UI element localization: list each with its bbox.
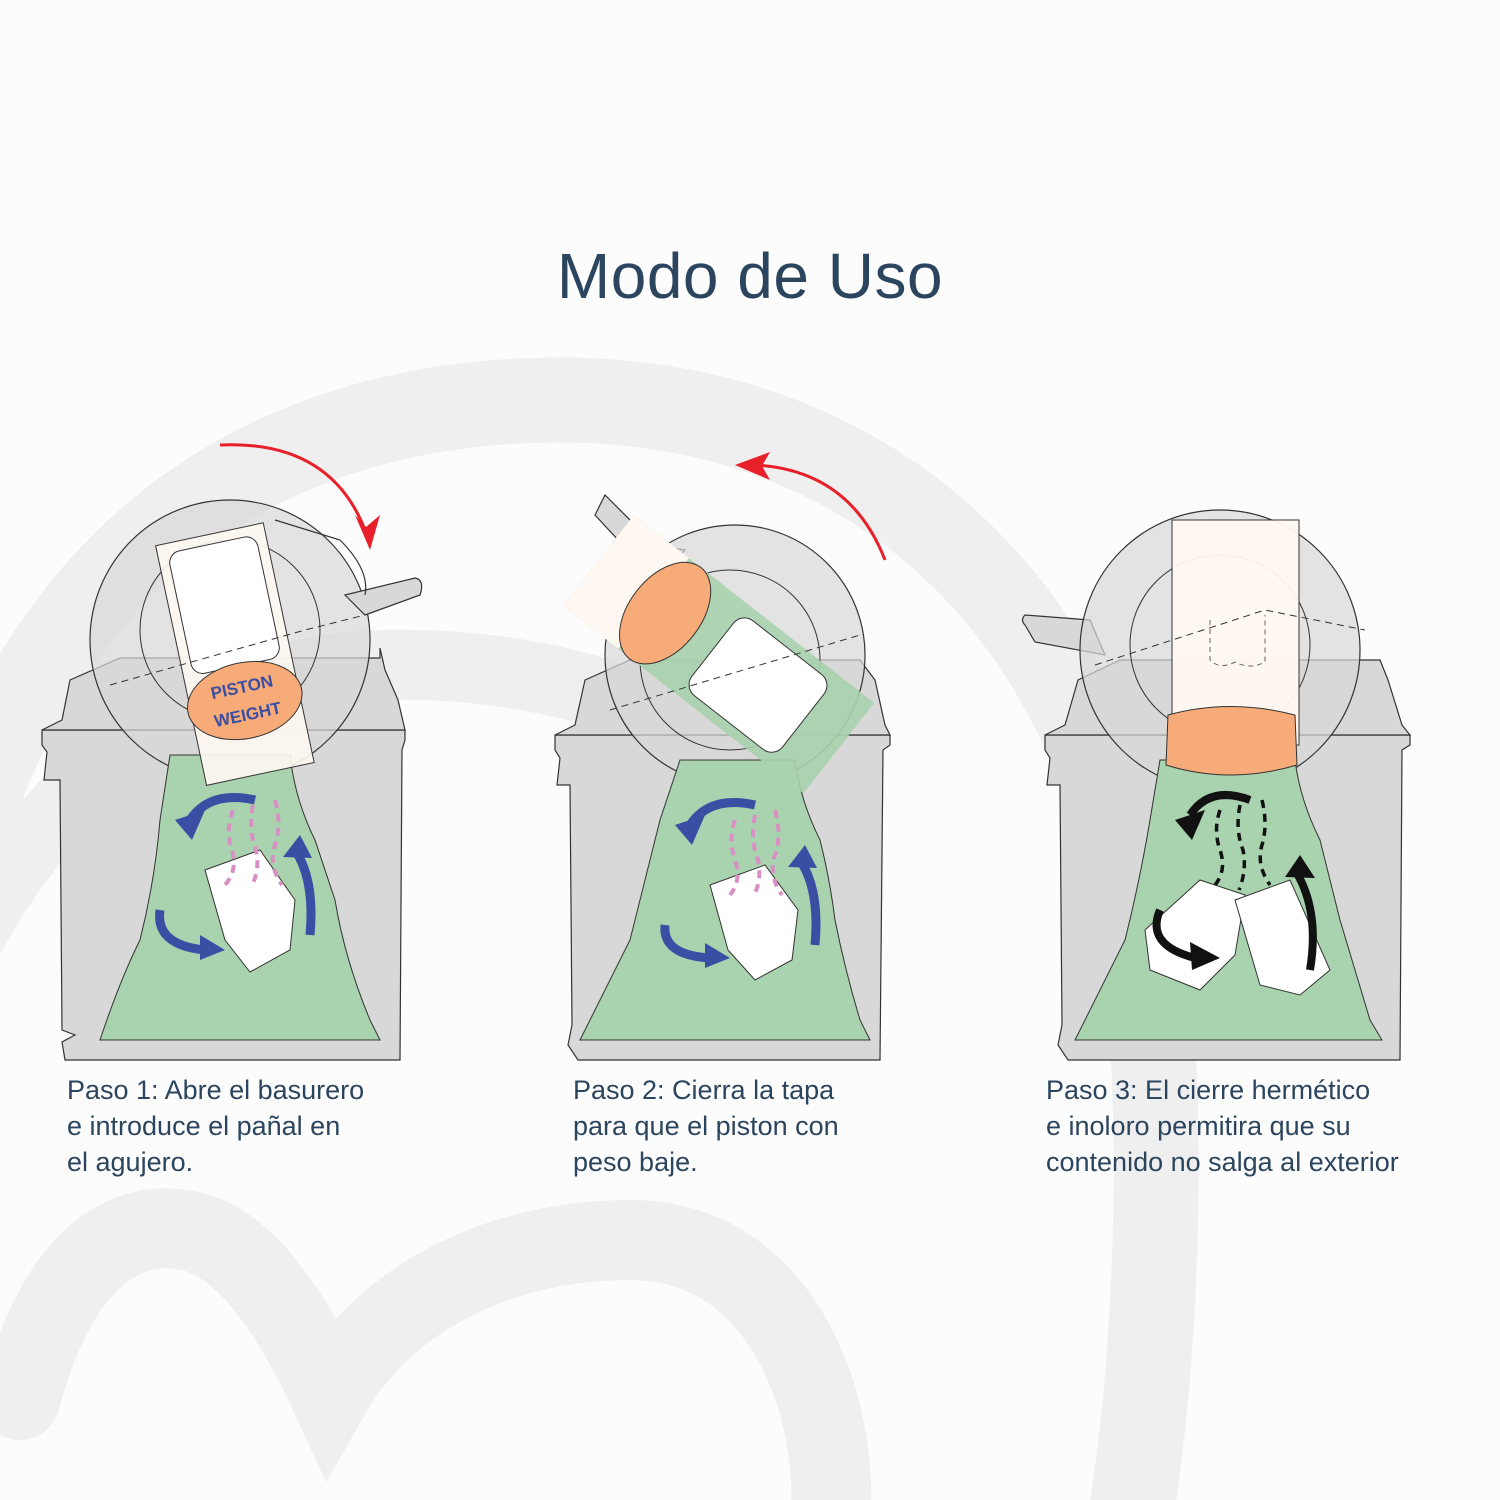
caption-line: Paso 3: El cierre hermético [1046, 1075, 1371, 1105]
caption-line: el agujero. [67, 1147, 194, 1177]
caption-line: peso baje. [573, 1147, 698, 1177]
caption-line: contenido no salga al exterior [1046, 1147, 1399, 1177]
swirl-arrow-bottom-icon [660, 924, 711, 963]
step-1-caption: Paso 1: Abre el basurero e introduce el … [67, 1072, 364, 1180]
step-1-illustration: PISTON WEIGHT [41, 443, 423, 1061]
piston-weight [619, 561, 712, 665]
odor-lines-icon [223, 799, 284, 887]
step-3-caption: Paso 3: El cierre hermético e inoloro pe… [1046, 1072, 1399, 1180]
step-2-caption: Paso 2: Cierra la tapa para que el pisto… [573, 1072, 839, 1180]
caption-line: e introduce el pañal en [67, 1111, 341, 1141]
odor-lines-icon [1213, 799, 1272, 891]
clockwise-red-arrow-icon [219, 443, 367, 531]
swirl-arrow-top-icon [1186, 791, 1252, 818]
piston-weight [186, 660, 303, 741]
diaper-in-bag-icon [1144, 879, 1246, 991]
caption-line: Paso 2: Cierra la tapa [573, 1075, 835, 1105]
odor-lines-icon [728, 809, 784, 897]
caption-line: e inoloro permitira que su [1046, 1111, 1351, 1141]
lid-handle [343, 577, 423, 616]
piston-weight [1165, 706, 1298, 776]
step-3: Paso 3: El cierre hermético e inoloro pe… [1010, 380, 1450, 1177]
step-3-illustration [1021, 509, 1412, 1061]
caption-line: para que el piston con [573, 1111, 839, 1141]
swirl-arrow-bottom-icon [1152, 908, 1197, 962]
swirl-arrow-right-icon [1291, 867, 1317, 971]
caption-line: Paso 1: Abre el basurero [67, 1075, 365, 1105]
step-2-illustration [554, 452, 891, 1061]
counterclockwise-red-arrow-icon [754, 463, 887, 561]
step-1: PISTON WEIGHT Paso 1: Abre el basurero e… [20, 380, 460, 1177]
page-title: Modo de Uso [556, 239, 944, 312]
diaper-icon [688, 617, 828, 753]
step-2: Paso 2: Cierra la tapa para que el pisto… [530, 380, 970, 1177]
ghost-diaper-icon [1209, 615, 1266, 667]
swirl-arrow-bottom-icon [155, 909, 206, 955]
diaper-in-bag-icon [1234, 879, 1331, 996]
